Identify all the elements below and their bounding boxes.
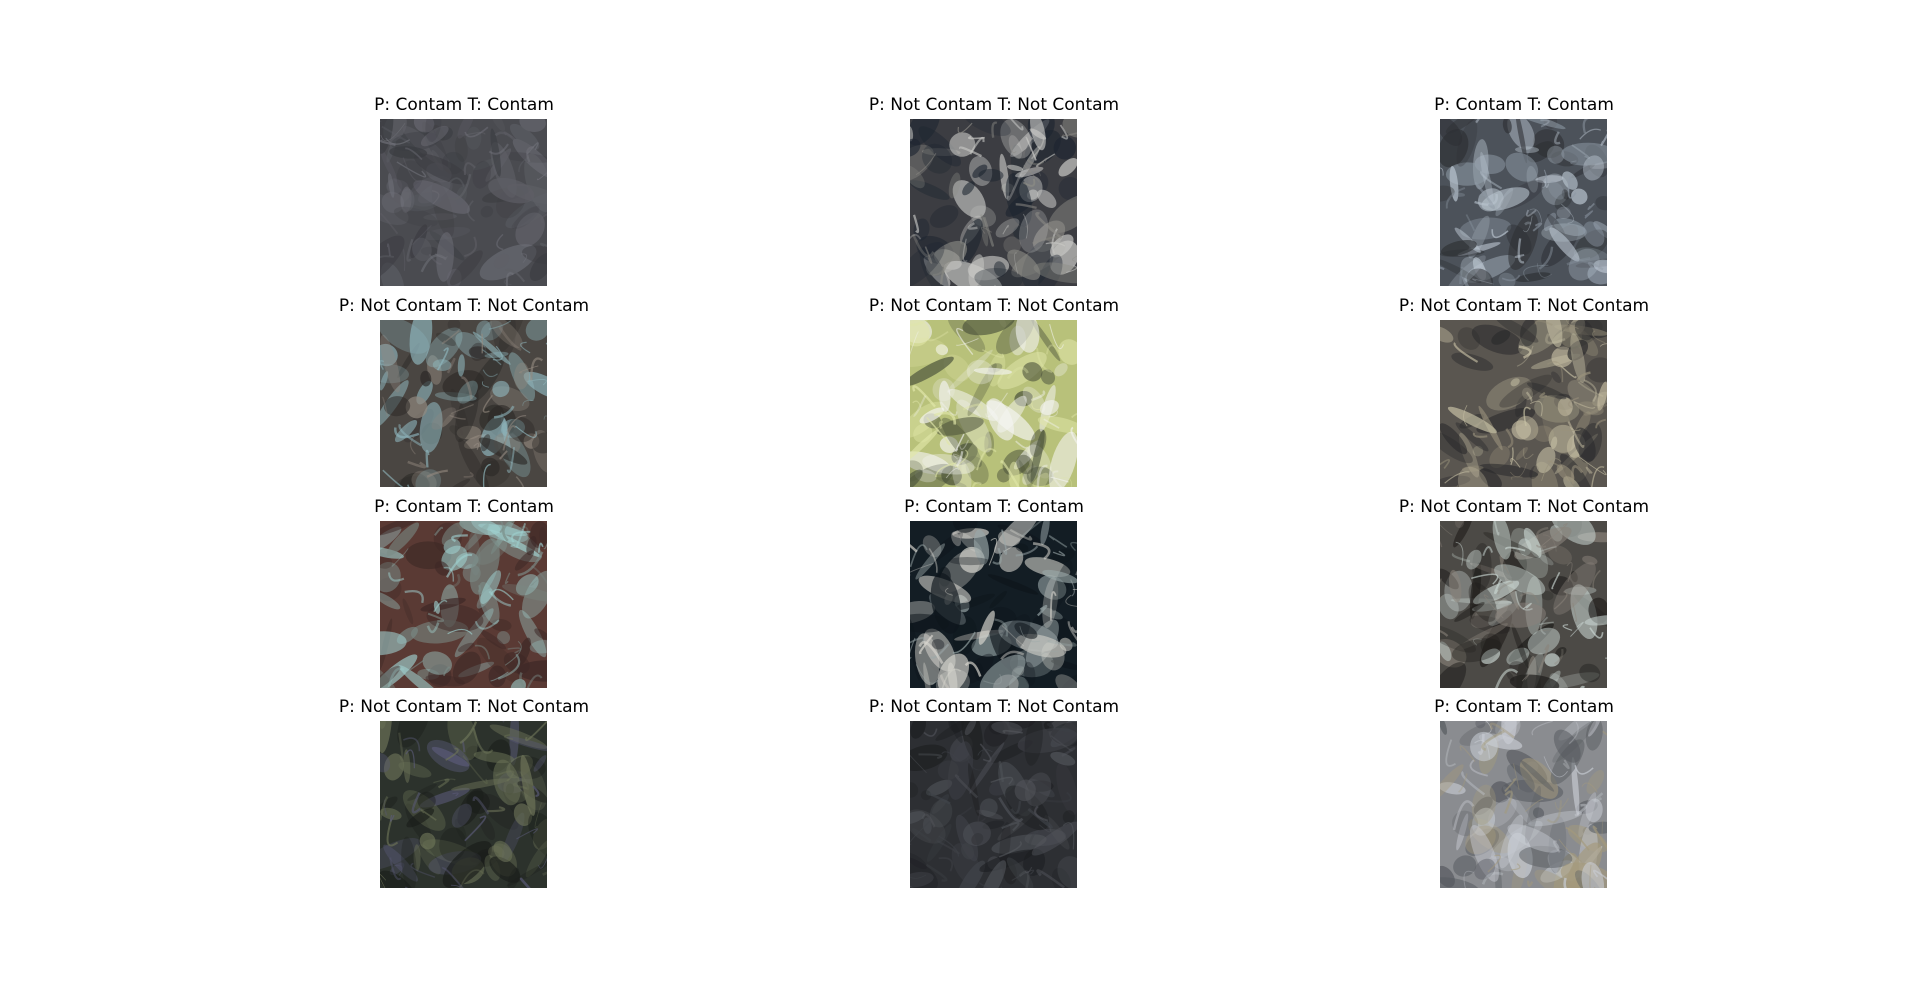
panel-title: P: Contam T: Contam (904, 497, 1084, 517)
panel-title: P: Contam T: Contam (374, 497, 554, 517)
panel: P: Contam T: Contam (754, 497, 1234, 688)
sample-image (910, 320, 1077, 487)
panel: P: Not Contam T: Not Contam (754, 95, 1234, 286)
sample-image (380, 119, 547, 286)
panel-title: P: Not Contam T: Not Contam (868, 95, 1120, 115)
panel: P: Not Contam T: Not Contam (1284, 296, 1764, 487)
sample-image (1440, 521, 1607, 688)
panel: P: Not Contam T: Not Contam (224, 697, 704, 888)
panel: P: Not Contam T: Not Contam (224, 296, 704, 487)
sample-image (1440, 721, 1607, 888)
sample-image (910, 521, 1077, 688)
panel-title: P: Not Contam T: Not Contam (868, 697, 1120, 717)
panel-title: P: Contam T: Contam (1434, 95, 1614, 115)
panel: P: Contam T: Contam (1284, 697, 1764, 888)
sample-image (380, 521, 547, 688)
panel-title: P: Not Contam T: Not Contam (1398, 497, 1650, 517)
panel: P: Not Contam T: Not Contam (754, 296, 1234, 487)
sample-image (1440, 119, 1607, 286)
panel-title: P: Contam T: Contam (374, 95, 554, 115)
panel-title: P: Not Contam T: Not Contam (1398, 296, 1650, 316)
sample-image (910, 721, 1077, 888)
panel: P: Not Contam T: Not Contam (754, 697, 1234, 888)
panel-title: P: Not Contam T: Not Contam (868, 296, 1120, 316)
panel-title: P: Not Contam T: Not Contam (338, 296, 590, 316)
panel: P: Not Contam T: Not Contam (1284, 497, 1764, 688)
sample-image (380, 320, 547, 487)
panel-title: P: Not Contam T: Not Contam (338, 697, 590, 717)
sample-image (910, 119, 1077, 286)
sample-image (380, 721, 547, 888)
panel: P: Contam T: Contam (224, 95, 704, 286)
panel-title: P: Contam T: Contam (1434, 697, 1614, 717)
sample-image (1440, 320, 1607, 487)
panel: P: Contam T: Contam (1284, 95, 1764, 286)
panel: P: Contam T: Contam (224, 497, 704, 688)
